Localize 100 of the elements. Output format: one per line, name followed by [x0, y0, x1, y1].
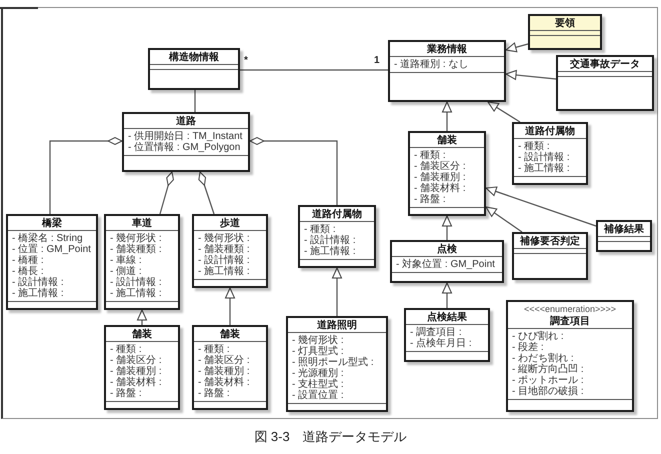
- association-line: [240, 69, 388, 71]
- class-box: [6, 214, 98, 310]
- class-attribute: - 施工情報 :: [518, 163, 570, 174]
- class-attribute: - 舗装材料 :: [110, 377, 162, 388]
- class-attribute: - 幾何形状 :: [110, 233, 162, 244]
- class-attribute: - 設置位置 :: [292, 390, 344, 401]
- class-attribute: - 施工情報 :: [198, 266, 250, 277]
- class-attribute: - 目地部の破損 :: [512, 386, 584, 397]
- class-box: [512, 232, 588, 280]
- class-attribute: - 橋梁名 : String: [12, 233, 83, 244]
- class-box: [596, 220, 652, 252]
- class-name: 歩道: [220, 217, 240, 230]
- generalization-arrow: [442, 216, 452, 240]
- class-attribute: - 車線 :: [110, 255, 142, 266]
- class-attribute: - わだち割れ :: [512, 353, 574, 364]
- class-attribute: - ひび割れ :: [512, 331, 564, 342]
- class-box: [192, 325, 268, 410]
- class-attribute: - 舗装材料 :: [198, 377, 250, 388]
- class-attribute: - 灯具型式 :: [292, 346, 344, 357]
- class-attribute: - 幾何形状 :: [198, 233, 250, 244]
- generalization-arrow: [137, 310, 147, 325]
- class-name: 車道: [132, 217, 152, 230]
- class-name: 補修結果: [604, 223, 644, 236]
- generalization-arrow: [506, 42, 528, 52]
- generalization-arrow: [225, 288, 235, 325]
- class-box: [286, 316, 388, 412]
- class-attribute: - 種類 :: [304, 224, 336, 235]
- class-attribute: - ポットホール :: [512, 375, 584, 386]
- generalization-arrow: [442, 282, 452, 308]
- class-box: [390, 240, 504, 283]
- multiplicity-label: *: [244, 55, 248, 66]
- class-attribute: - 縦断方向凸凹 :: [512, 364, 584, 375]
- class-attribute: - 路盤 :: [414, 194, 446, 205]
- class-name: 構造物情報: [169, 51, 219, 64]
- generalization-arrow: [486, 186, 596, 227]
- generalization-arrow: [506, 70, 556, 80]
- class-attribute: - 段差 :: [512, 342, 544, 353]
- class-attribute: - 設計情報 :: [304, 235, 356, 246]
- class-attribute: - 舗装種類 :: [110, 244, 162, 255]
- class-box: [404, 308, 490, 362]
- class-attribute: - 種類 :: [518, 141, 550, 152]
- class-attribute: - 舗装区分 :: [110, 355, 162, 366]
- class-name: 補修要否判定: [520, 235, 580, 248]
- aggregation-line: [159, 172, 174, 214]
- aggregation-line: [49, 137, 122, 214]
- class-box: [506, 300, 634, 412]
- class-attribute: - 橋長 :: [12, 266, 44, 277]
- generalization-arrow: [486, 206, 522, 232]
- class-box: [512, 122, 588, 185]
- class-attribute: - 対象位置 : GM_Point: [396, 259, 495, 270]
- class-name: 要領: [555, 17, 575, 30]
- aggregation-line: [250, 137, 338, 205]
- class-attribute: - 舗装区分 :: [198, 355, 250, 366]
- class-attribute: - 点検年月日 :: [410, 338, 472, 349]
- generalization-arrow: [488, 102, 520, 122]
- class-attribute: - 橋種 :: [12, 255, 44, 266]
- class-attribute: - 施工情報 :: [304, 246, 356, 257]
- class-box: [408, 131, 486, 216]
- class-name: 橋梁: [42, 217, 62, 230]
- class-attribute: - 道路種別 : なし: [394, 59, 468, 70]
- figure-caption: 図 3-3 道路データモデル: [254, 429, 407, 445]
- multiplicity-label: 1: [374, 55, 380, 66]
- class-attribute: - 設計情報 :: [198, 255, 250, 266]
- class-attribute: - 支柱型式 :: [292, 379, 344, 390]
- generalization-arrow: [332, 268, 342, 316]
- class-attribute: - 舗装種別 :: [198, 366, 250, 377]
- class-box: [104, 214, 180, 310]
- class-attribute: - 舗装材料 :: [414, 183, 466, 194]
- stereotype-label: <<<<enumeration>>>>: [524, 303, 616, 315]
- class-attribute: - 種類 :: [110, 344, 142, 355]
- class-attribute: - 幾何形状 :: [292, 335, 344, 346]
- class-name: 道路付属物: [525, 125, 575, 138]
- class-attribute: - 設計情報 :: [110, 277, 162, 288]
- class-name: 交通事故データ: [570, 58, 640, 71]
- class-attribute: - 舗装種別 :: [414, 172, 466, 183]
- aggregation-line: [198, 172, 215, 214]
- class-name: 点検: [437, 243, 457, 256]
- class-attribute: - 路盤 :: [110, 388, 142, 399]
- class-attribute: - 設計情報 :: [518, 152, 570, 163]
- class-name: 調査項目: [550, 315, 590, 328]
- class-box: [388, 40, 506, 102]
- class-attribute: - 舗装種別 :: [110, 366, 162, 377]
- generalization-arrow: [442, 102, 452, 131]
- class-name: 道路照明: [317, 319, 357, 332]
- class-attribute: - 舗装種類 :: [198, 244, 250, 255]
- class-box: [556, 55, 654, 111]
- class-name: 舗装: [220, 328, 240, 341]
- class-name: 舗装: [132, 328, 152, 341]
- class-box: [298, 205, 376, 268]
- class-attribute: - 照明ポール型式 :: [292, 357, 374, 368]
- class-attribute: - 種類 :: [414, 150, 446, 161]
- class-attribute: - 施工情報 :: [12, 288, 64, 299]
- class-box: [528, 14, 602, 50]
- class-box: [192, 214, 268, 288]
- class-name: 道路: [176, 115, 196, 128]
- class-name: 点検結果: [427, 311, 467, 324]
- class-attribute: - 路盤 :: [198, 388, 230, 399]
- class-attribute: - 設計情報 :: [12, 277, 64, 288]
- class-box: [104, 325, 180, 410]
- class-attribute: - 調査項目 :: [410, 327, 462, 338]
